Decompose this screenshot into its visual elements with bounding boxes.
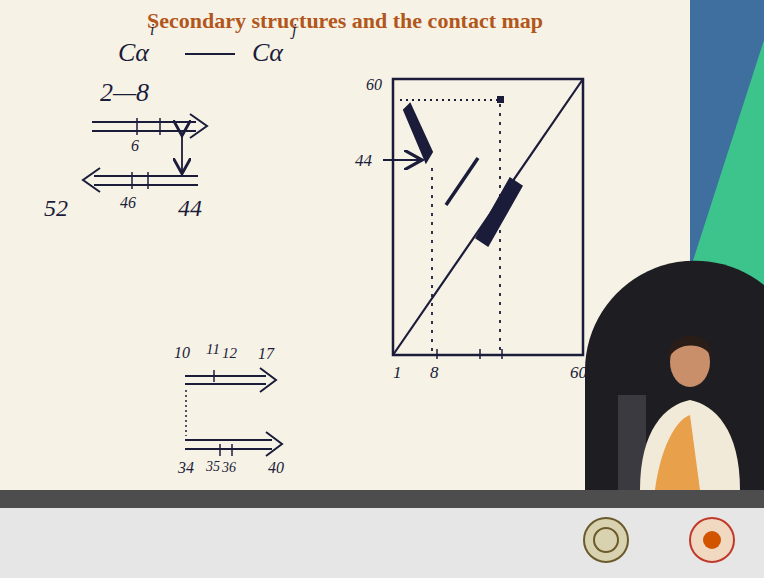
guide-line (499, 104, 501, 352)
residue-number: 11 (206, 342, 220, 357)
axis-value: 1 (393, 364, 402, 381)
atom-label: Cα (118, 40, 149, 66)
residue-number: 10 (174, 345, 190, 361)
residue-number: 34 (178, 460, 194, 476)
saree-border (655, 415, 700, 490)
beta-strand (185, 368, 276, 392)
tick (147, 172, 149, 189)
diagonal (393, 79, 583, 355)
pairing-arrow (181, 134, 183, 172)
institute-logo (584, 518, 628, 562)
residue-number: 36 (222, 461, 236, 475)
axis-value: 8 (430, 364, 439, 381)
axis-value: 60 (366, 77, 382, 93)
axis-value: 44 (355, 152, 372, 169)
presenter-body (640, 400, 740, 490)
beta-strand (83, 168, 198, 192)
superscript: j (292, 22, 296, 38)
presenter-video (585, 261, 764, 490)
residue-number: 17 (258, 346, 274, 362)
dash (185, 53, 235, 55)
bottom-bar (0, 490, 764, 508)
tick (213, 370, 215, 382)
tick (436, 349, 438, 359)
antiparallel-contacts (404, 104, 432, 162)
tick (219, 444, 221, 456)
beta-strand (92, 114, 207, 138)
residue-number: 46 (120, 195, 136, 211)
contact-segment (446, 158, 478, 205)
atom-label: Cα (252, 40, 283, 66)
tick (501, 349, 503, 359)
residue-number: 35 (206, 460, 220, 474)
contact-map-frame (393, 79, 583, 355)
contact-point (497, 96, 504, 103)
superscript: i (150, 22, 154, 38)
footer (0, 508, 764, 578)
residue-range: 2—8 (100, 80, 149, 106)
guide-line (400, 99, 498, 101)
pairing-line (185, 390, 187, 436)
residue-number: 40 (268, 460, 284, 476)
residue-number: 12 (222, 346, 237, 361)
pointer-arrow (383, 159, 420, 161)
nptel-logo (703, 531, 721, 549)
nptel-logo (690, 518, 734, 562)
institute-logo (594, 528, 618, 552)
presenter-hair (668, 336, 712, 360)
tick (479, 349, 481, 359)
tick (131, 172, 133, 189)
slide-title: Secondary structures and the contact map (0, 8, 690, 34)
guide-line (431, 168, 433, 352)
residue-number: 6 (131, 138, 139, 154)
tick (159, 118, 161, 135)
residue-number: 44 (178, 196, 202, 220)
residue-number: 52 (44, 196, 68, 220)
tick (231, 444, 233, 456)
tick (136, 118, 138, 135)
parallel-contacts (476, 178, 522, 246)
beta-strand (185, 432, 282, 456)
axis-value: 60 (570, 364, 587, 381)
